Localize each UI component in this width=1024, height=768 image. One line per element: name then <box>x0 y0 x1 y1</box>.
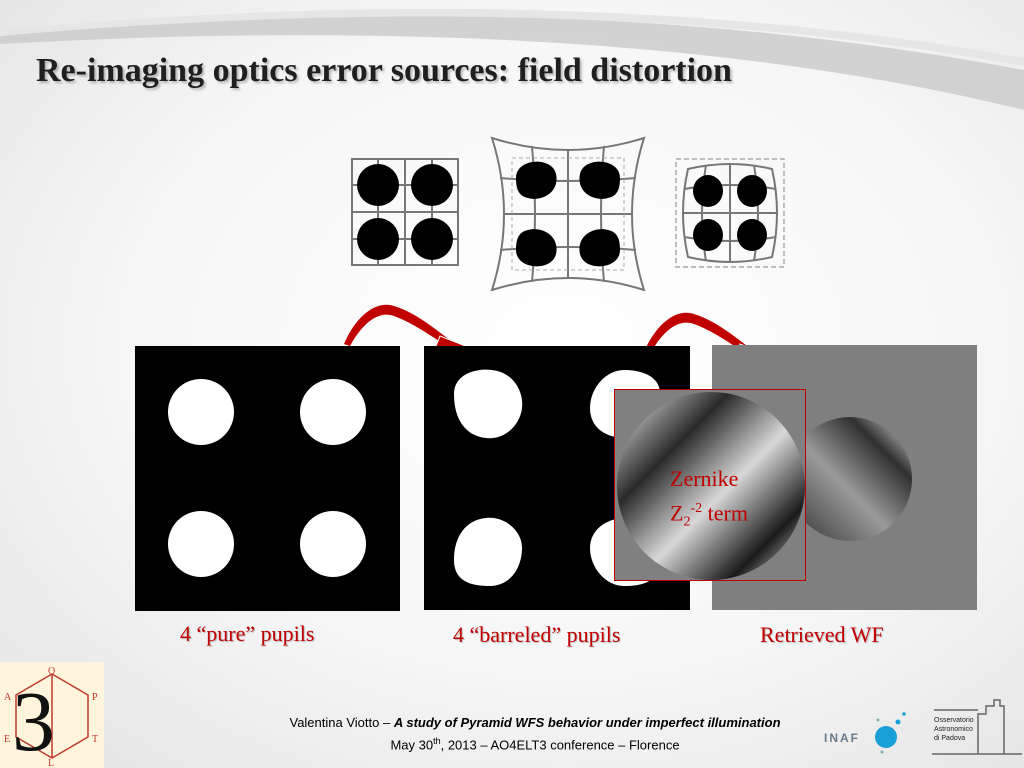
inaf-text: INAF <box>824 731 860 745</box>
footer-date-sup: th <box>433 736 441 746</box>
padova-observatory-logo <box>932 699 1022 755</box>
logo-letter-e: E <box>4 734 10 745</box>
footer-dash: – <box>379 715 394 730</box>
zernike-term: Z2-2 term <box>670 494 748 538</box>
logo-letter-l: L <box>48 758 54 768</box>
logo-letter-o: O <box>48 666 55 677</box>
inaf-logo: INAF <box>824 712 906 754</box>
header-swoosh <box>0 8 1024 110</box>
logo-letter-a: A <box>4 692 12 703</box>
logo-letter-p: P <box>92 692 98 703</box>
zernike-wavefront-image <box>615 390 805 580</box>
footer-talk-title: A study of Pyramid WFS behavior under im… <box>393 715 781 730</box>
zernike-inset <box>614 389 806 581</box>
pincushion-distortion-diagram <box>490 136 646 292</box>
zernike-sub: 2 <box>683 514 691 530</box>
pure-pupils-image <box>135 346 400 611</box>
caption-barreled-pupils: 4 “barreled” pupils <box>453 622 621 647</box>
logo-letter-t: T <box>92 734 98 745</box>
footer-line-2: May 30th, 2013 – AO4ELT3 conference – Fl… <box>190 732 880 754</box>
caption-pure-pupils: 4 “pure” pupils <box>180 621 315 646</box>
slide-footer: Valentina Viotto – A study of Pyramid WF… <box>190 714 880 754</box>
ao4elt3-logo: 3 O A L P T E <box>0 662 104 768</box>
footer-date-rest: , 2013 – AO4ELT3 conference – Florence <box>440 737 680 753</box>
footer-line-1: Valentina Viotto – A study of Pyramid WF… <box>190 714 880 732</box>
footer-author: Valentina Viotto <box>289 715 380 730</box>
barrel-distortion-diagram <box>675 158 785 268</box>
caption-retrieved-wf: Retrieved WF <box>760 622 884 647</box>
pure-pupils-grid-diagram <box>351 158 459 266</box>
svg-text:3: 3 <box>12 673 55 768</box>
zernike-z: Z <box>670 500 684 526</box>
zernike-sup: -2 <box>690 501 703 516</box>
zernike-term-word: term <box>702 500 748 526</box>
slide-title: Re-imaging optics error sources: field d… <box>36 52 732 89</box>
footer-date: May 30 <box>390 737 434 753</box>
zernike-word: Zernike <box>670 466 739 491</box>
zernike-label: Zernike Z2-2 term <box>670 464 748 538</box>
padova-observatory-text: Osservatorio Astronomico di Padova <box>934 717 974 742</box>
